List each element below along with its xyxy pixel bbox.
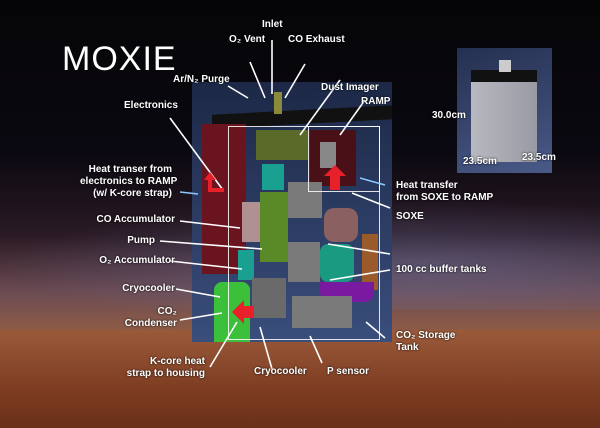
cube-body — [471, 82, 537, 162]
label-ar-n2-purge: Ar/N₂ Purge — [173, 74, 230, 85]
moxie-cutaway-panel — [192, 82, 392, 342]
heat-arrow-soxe-icon — [324, 165, 346, 190]
cube-stubs — [499, 60, 511, 72]
label-co2-condenser: CO₂ Condenser — [124, 306, 177, 329]
pump — [260, 192, 288, 262]
label-soxe: SOXE — [396, 211, 424, 222]
diagram-title: MOXIE — [62, 40, 177, 78]
label-o2-accumulator: O₂ Accumulator — [99, 255, 175, 266]
label-p-sensor: P sensor — [327, 366, 370, 377]
label-buffer-tanks: 100 cc buffer tanks — [396, 264, 487, 275]
label-electronics: Electronics — [124, 100, 178, 111]
label-kcore-strap: K-core heat strap to housing — [126, 356, 205, 379]
cube-top — [471, 70, 537, 82]
p-sensor — [292, 296, 352, 328]
heat-arrow-condenser-icon — [232, 300, 254, 324]
label-co-accumulator: CO Accumulator — [96, 214, 175, 225]
label-cryocooler-bottom: Cryocooler — [254, 366, 307, 377]
label-pump: Pump — [127, 235, 155, 246]
inlet-tube — [274, 92, 282, 114]
soxe-block — [320, 142, 336, 168]
cryocooler — [252, 278, 286, 318]
teal-module — [262, 164, 284, 190]
electronics-box — [202, 124, 246, 274]
label-co-exhaust: CO Exhaust — [288, 34, 345, 45]
label-ramp: RAMP — [361, 96, 391, 107]
dim-height: 30.0cm — [432, 110, 466, 121]
dim-depth: 23.5cm — [522, 152, 556, 163]
size-inset — [457, 48, 552, 173]
label-o2-vent: O₂ Vent — [229, 34, 266, 45]
buffer-tank-teal — [320, 244, 354, 282]
label-heat-transfer-soxe: Heat transfer from SOXE to RAMP — [396, 180, 494, 203]
heat-arrow-electronics-icon — [204, 172, 224, 192]
label-dust-imager: Dust Imager — [321, 82, 379, 93]
dim-width: 23.5cm — [463, 156, 497, 167]
label-heat-transfer-electronics: Heat transer from electronics to RAMP (w… — [80, 164, 178, 199]
gray-box-upper — [288, 182, 322, 218]
gray-box-mid — [288, 242, 320, 282]
mars-surface — [0, 330, 600, 428]
buffer-tank-pink — [324, 208, 358, 242]
co-accumulator — [242, 202, 260, 242]
frame-outline — [228, 126, 380, 340]
label-cryocooler-left: Cryocooler — [122, 283, 175, 294]
ramp-frame — [308, 126, 380, 192]
brown-column — [362, 234, 378, 290]
label-co2-storage-tank: CO₂ Storage Tank — [396, 330, 456, 353]
o2-accumulator — [238, 250, 254, 280]
dust-imager — [256, 130, 308, 160]
label-inlet: Inlet — [262, 19, 283, 30]
